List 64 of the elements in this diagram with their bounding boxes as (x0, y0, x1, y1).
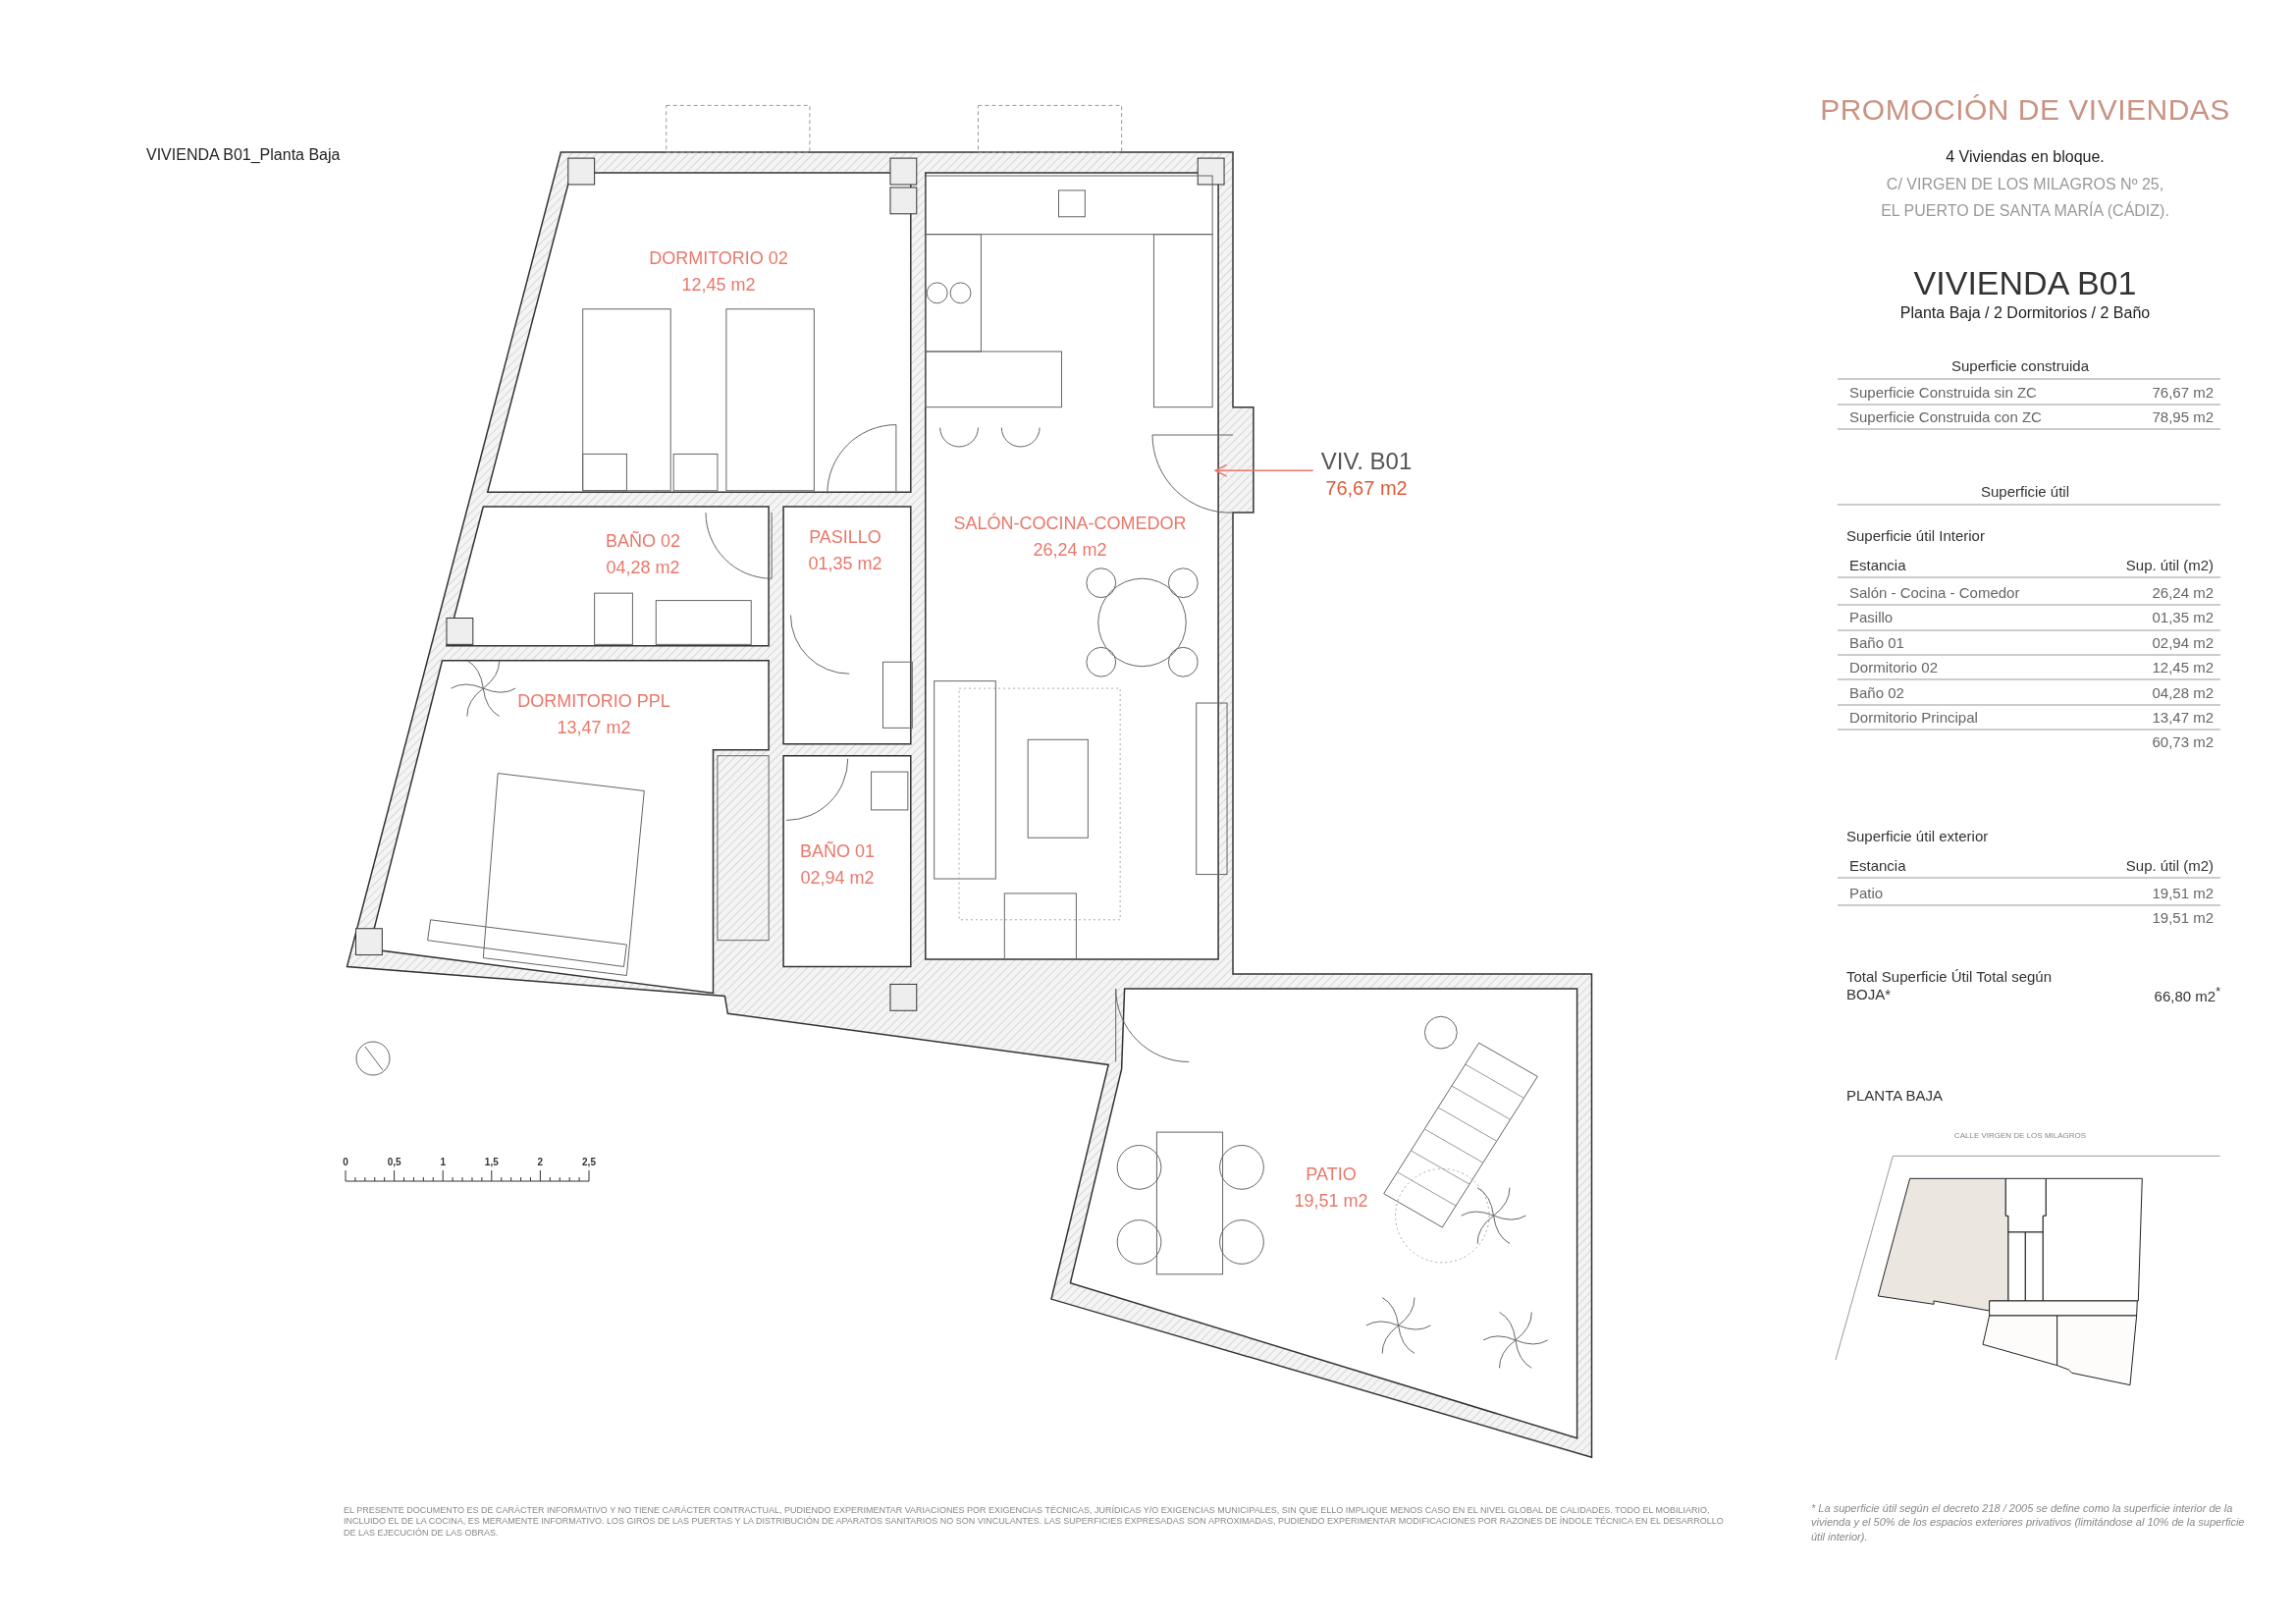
plan-title: VIVIENDA B01_Planta Baja (146, 145, 341, 165)
room-name: SALÓN-COCINA-COMEDOR (952, 512, 1188, 535)
table-cell: 26,24 m2 (2152, 584, 2214, 602)
table-cell: 01,35 m2 (2152, 609, 2214, 627)
column-header: Estancia (1849, 857, 1906, 875)
address-line: EL PUERTO DE SANTA MARÍA (CÁDIZ). (1881, 201, 2169, 221)
street-name: CALLE VIRGEN DE LOS MILAGROS (1953, 1131, 2087, 1141)
room-name: PASILLO (808, 526, 882, 549)
table-cell: 12,45 m2 (2152, 659, 2214, 677)
section-heading: Superficie construida (1950, 357, 2090, 375)
total-label: Total Superficie Útil Total según BOJA* (1846, 968, 2053, 1003)
section-heading: Superficie útil Interior (1846, 527, 1985, 545)
table-cell: 60,73 m2 (2152, 733, 2214, 751)
table-cell: 78,95 m2 (2152, 408, 2214, 426)
scale-number: 2 (537, 1157, 544, 1168)
unit-name: VIV. B01 (1320, 446, 1413, 476)
table-cell: Baño 01 (1849, 633, 1904, 652)
room-area: 12,45 m2 (649, 272, 788, 298)
room-area: 02,94 m2 (800, 865, 875, 892)
table-cell: 02,94 m2 (2152, 633, 2214, 652)
column-header: Sup. útil (m2) (2125, 857, 2214, 875)
subtitle: Planta Baja / 2 Dormitorios / 2 Baño (1899, 303, 2151, 323)
column-header: Sup. útil (m2) (2125, 557, 2214, 574)
table-cell: 76,67 m2 (2152, 384, 2214, 402)
table-cell: Superficie Construida sin ZC (1849, 384, 2037, 402)
table-cell: Salón - Cocina - Comedor (1849, 584, 2020, 602)
unit-area: 76,67 m2 (1320, 475, 1413, 501)
room-name: BAÑO 02 (606, 530, 680, 553)
scale-number: 0 (343, 1157, 348, 1168)
room-area: 13,47 m2 (517, 715, 670, 741)
scale-number: 0,5 (387, 1157, 401, 1168)
scale-number: 2,5 (582, 1157, 596, 1168)
room-name: PATIO (1305, 1163, 1358, 1186)
room-area: 26,24 m2 (927, 537, 1213, 564)
scale-number: 1 (440, 1157, 446, 1168)
room-name: DORMITORIO PPL (517, 690, 670, 713)
arrow (1214, 463, 1314, 477)
section-heading: Superficie útil (1981, 483, 2069, 501)
room-name: BAÑO 01 (800, 840, 875, 863)
column-header: Estancia (1849, 557, 1906, 574)
table-cell: 19,51 m2 (2152, 909, 2214, 927)
page-title: PROMOCIÓN DE VIVIENDAS (1820, 92, 2230, 128)
table-cell: Dormitorio 02 (1849, 659, 1939, 677)
table-cell: Patio (1849, 885, 1884, 902)
table-cell: Superficie Construida con ZC (1849, 408, 2042, 426)
table-cell: Baño 02 (1849, 683, 1904, 702)
table-cell: Dormitorio Principal (1849, 709, 1978, 727)
section-heading: Superficie útil exterior (1846, 828, 1989, 845)
table-cell: 04,28 m2 (2152, 683, 2214, 702)
section-heading: PLANTA BAJA (1846, 1087, 1944, 1105)
table-cell: 19,51 m2 (2152, 885, 2214, 902)
unit-heading: VIVIENDA B01 (1913, 262, 2137, 303)
room-area: 01,35 m2 (808, 551, 882, 577)
address-line: C/ VIRGEN DE LOS MILAGROS Nº 25, (1886, 175, 2164, 194)
room-area: 19,51 m2 (1294, 1188, 1368, 1215)
disclaimer-text: EL PRESENTE DOCUMENTO ES DE CARÁCTER INFORMATIVO Y NO TIENE CARÁCTER CONTRACTUAL, PUDIENDO EXPERIMENTAR VARIACIONES POR EXIGENCIAS TÉCNICAS, JURÍDICAS Y/O EXIGENCIAS MUNICIPALES, SIN QUE ELLO IMPLIQUE MENOS CASO EN EL NIVEL GLOBAL DE CALIDADES. TODO EL MOBILIARIO, INCLUIDO EL DE LA COCINA, ES MERAMENTE INFORMATIVO. LOS GIROS DE LAS PUERTAS Y LA DISTRIBUCIÓN DE APARATOS SANITARIOS NO SON VINCULANTES. LAS SUPERFICIES EXPRESADAS SON APROXIMADAS, PUDIENDO EXPERIMENTAR MODIFICACIONES POR RAZONES DE ÍNDOLE TÉCNICA EN EL DESARROLLO DE LAS EJECUCIÓN DE LAS OBRAS. (344, 1505, 1725, 1539)
scale-number: 1,5 (484, 1157, 499, 1168)
table-cell: 13,47 m2 (2152, 709, 2214, 727)
room-area: 04,28 m2 (606, 555, 680, 581)
table-cell: Pasillo (1849, 609, 1894, 627)
room-name: DORMITORIO 02 (649, 247, 788, 270)
footnote: * La superficie útil según el decreto 218 / 2005 se define como la superficie interior de la vivienda y el 50% de los espacios exteriores privativos (limitándose al 10% de la superficie útil interior). (1811, 1500, 2246, 1543)
subtitle: 4 Viviendas en bloque. (1946, 147, 2105, 167)
total-value: 66,80 m2$^{*}$ (2154, 984, 2220, 1005)
